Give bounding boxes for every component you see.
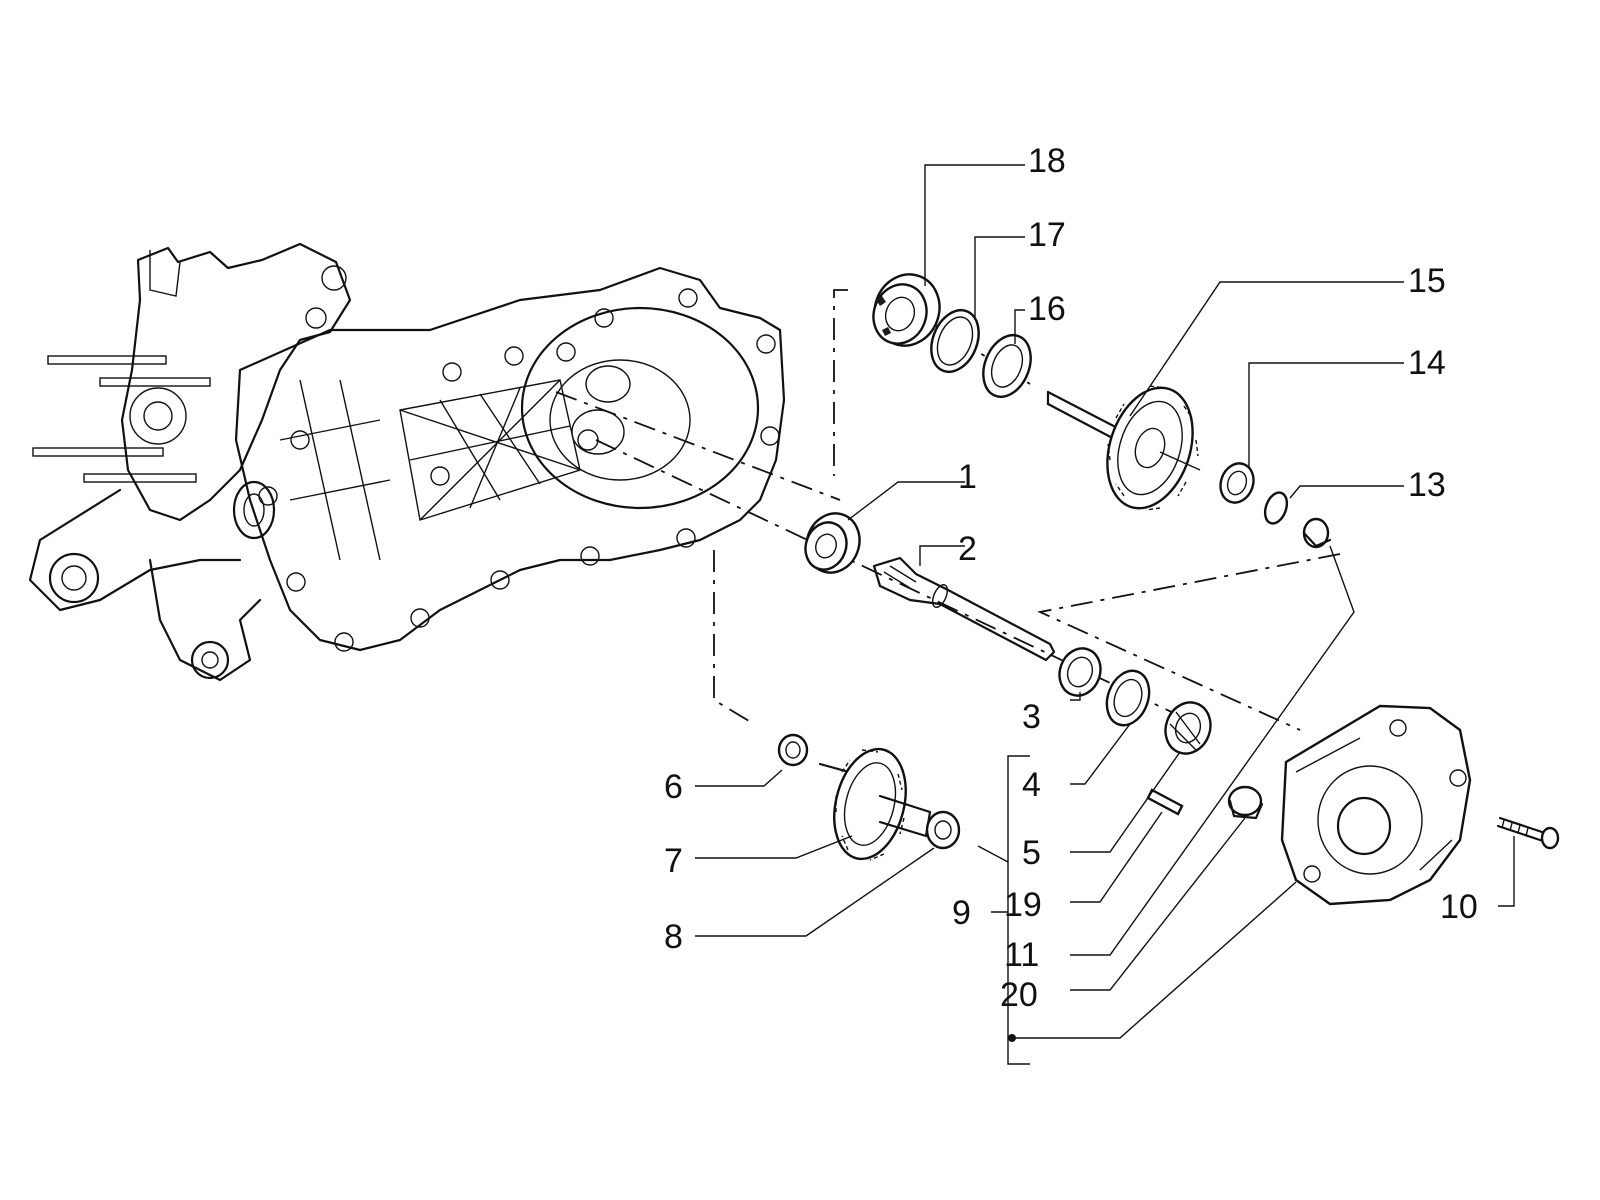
- part-9-cover: [1280, 704, 1472, 906]
- part-18-bearing: [872, 273, 941, 347]
- part-11-bushing: [1302, 517, 1332, 549]
- callout-20: 20: [1000, 976, 1038, 1014]
- part-6-bushing: [777, 733, 809, 767]
- callout-8: 8: [664, 918, 683, 956]
- callout-13: 13: [1408, 466, 1446, 504]
- callout-11: 11: [1004, 936, 1039, 974]
- callout-2: 2: [958, 530, 977, 568]
- part-1-bearing: [804, 512, 861, 574]
- leader-lines: [695, 164, 1515, 1065]
- part-17-circlip: [930, 309, 980, 373]
- callout-1: 1: [958, 458, 977, 496]
- part-20-bushing: [1227, 785, 1264, 820]
- callout-19: 19: [1004, 886, 1042, 924]
- part-10-screw: [1496, 816, 1560, 850]
- callout-15: 15: [1408, 262, 1446, 300]
- part-8-washer: [925, 810, 961, 850]
- callout-17: 17: [1028, 216, 1066, 254]
- part-14-ring: [1219, 462, 1255, 504]
- callout-7: 7: [664, 842, 683, 880]
- callout-14: 14: [1408, 344, 1446, 382]
- part-4-ring: [1105, 669, 1151, 727]
- part-5-needle-bearing: [1164, 701, 1212, 755]
- part-13-o-ring: [1263, 491, 1289, 525]
- callout-10: 10: [1440, 888, 1478, 926]
- part-3-seal: [1058, 647, 1102, 697]
- bracket-dot: [1008, 1034, 1016, 1042]
- callout-6: 6: [664, 768, 683, 806]
- callout-3: 3: [1022, 698, 1041, 736]
- crankcase-housing: [28, 242, 786, 682]
- callout-16: 16: [1028, 290, 1066, 328]
- part-16-oil-seal: [982, 334, 1032, 398]
- callout-9: 9: [952, 894, 971, 932]
- part-15-gear-shaft: [1046, 385, 1201, 511]
- callout-18: 18: [1028, 142, 1066, 180]
- callout-labels: 18 17 16 15 14 13 1 2 3 4 5 19 11 20 9 6…: [664, 142, 1478, 1014]
- part-19-dowel-pin: [1146, 788, 1184, 816]
- callout-4: 4: [1022, 766, 1041, 804]
- part-2-drive-shaft: [872, 556, 1056, 662]
- part-7-gear: [818, 747, 932, 861]
- callout-5: 5: [1022, 834, 1041, 872]
